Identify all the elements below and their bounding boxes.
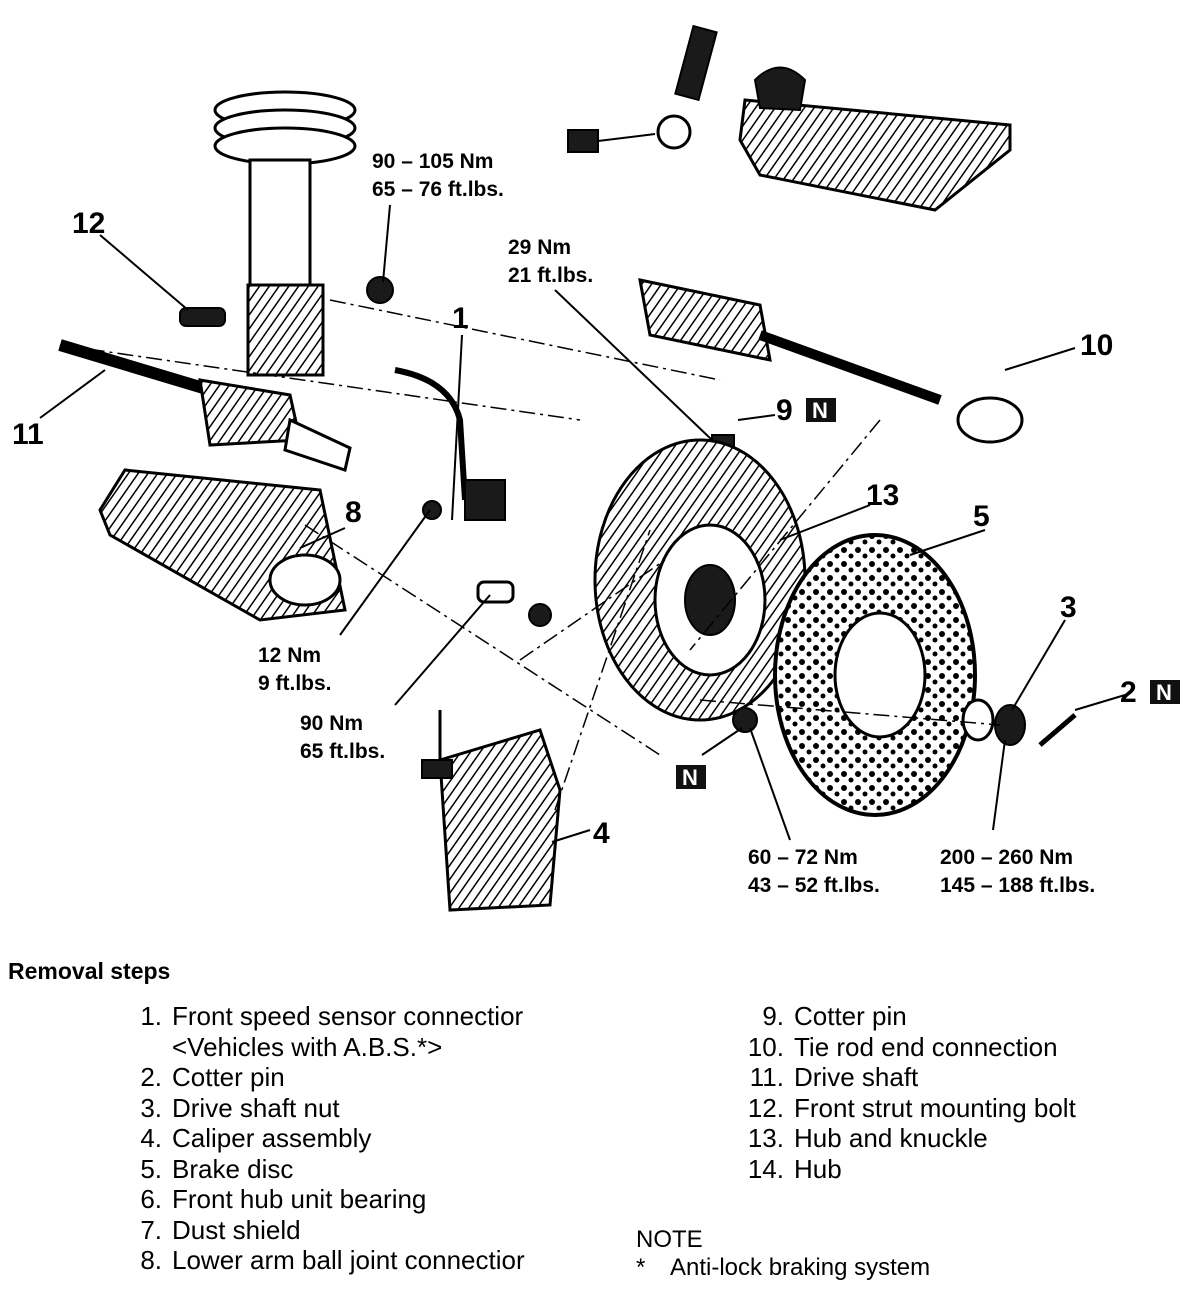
callout-1: 1: [452, 302, 469, 335]
note-title: NOTE: [636, 1226, 703, 1253]
torque-strut-ft: 65 – 76 ft.lbs.: [372, 178, 504, 201]
step-text: Front strut mounting bolt: [794, 1092, 1076, 1123]
new-part-mark-9: N: [806, 398, 836, 423]
step-text: Hub: [794, 1153, 842, 1184]
removal-steps-right: 9. Cotter pin 10. Tie rod end connection 1…: [738, 1001, 1076, 1184]
step-number: 3.: [140, 1092, 162, 1123]
step-item: 14. Hub: [738, 1154, 1076, 1185]
step-number: 9.: [762, 1001, 784, 1031]
step-item: 4. Caliper assembly: [124, 1123, 525, 1154]
step-number: 11.: [749, 1062, 784, 1092]
svg-text:N: N: [812, 398, 828, 423]
callout-2: 2: [1120, 676, 1137, 709]
step-text: Front speed sensor connectior: [172, 1001, 524, 1031]
step-text: Lower arm ball joint connectior: [172, 1245, 525, 1275]
step-number: 13.: [747, 1123, 784, 1153]
callout-12: 12: [72, 207, 105, 240]
asterisk-mark: *: [636, 1254, 646, 1281]
step-text: Drive shaft: [794, 1062, 919, 1092]
step-text: Brake disc: [172, 1153, 294, 1184]
drive-shaft: [58, 339, 352, 472]
removal-steps-left: 1. Front speed sensor connectior <Vehicle…: [124, 1001, 525, 1276]
upper-arm-assembly: [567, 24, 1012, 212]
new-part-mark-hub-bolt: N: [676, 765, 706, 790]
torque-strut-nm: 90 – 105 Nm: [372, 150, 493, 173]
exploded-view-diagram: 1 2 3 4 5 8 9 10 11 12 13 N N N 90 – 105…: [12, 24, 1180, 912]
torque-tie-rod-nm: 29 Nm: [508, 236, 571, 259]
lower-arm: [98, 468, 347, 622]
step-item: <Vehicles with A.B.S.*>: [124, 1032, 525, 1063]
callout-13: 13: [866, 479, 899, 512]
step-text: Drive shaft nut: [172, 1092, 340, 1123]
step-text: Front hub unit bearing: [172, 1184, 427, 1214]
step-number: 14.: [747, 1153, 784, 1184]
note-line: * Anti-lock braking system: [636, 1254, 930, 1282]
step-number: 7.: [140, 1214, 162, 1245]
callout-8: 8: [345, 496, 362, 529]
torque-hub-bolt-ft: 43 – 52 ft.lbs.: [748, 874, 880, 897]
brake-disc: [773, 533, 1077, 817]
step-item: 8. Lower arm ball joint connectior: [124, 1245, 525, 1276]
torque-hub-bolt-nm: 60 – 72 Nm: [748, 846, 858, 869]
step-number: 12.: [747, 1092, 784, 1123]
strut-assembly: [179, 90, 394, 377]
leader-lines: [39, 204, 1126, 843]
step-text: Cotter pin: [172, 1062, 285, 1092]
callout-5: 5: [973, 500, 990, 533]
callout-9: 9: [776, 394, 793, 427]
torque-caliper-nm: 90 Nm: [300, 712, 363, 735]
note-text: Anti-lock braking system: [670, 1254, 931, 1281]
step-text: Cotter pin: [794, 1001, 907, 1031]
removal-steps-heading: Removal steps: [8, 958, 171, 984]
step-item: 2. Cotter pin: [124, 1062, 525, 1093]
torque-shaft-nut-ft: 145 – 188 ft.lbs.: [940, 874, 1095, 897]
step-number: 4.: [140, 1123, 162, 1153]
svg-text:N: N: [1156, 680, 1172, 705]
step-number: 5.: [140, 1153, 162, 1184]
step-text: <Vehicles with A.B.S.*>: [172, 1031, 443, 1062]
step-item: 1. Front speed sensor connectior: [124, 1001, 525, 1032]
knuckle: [593, 438, 807, 733]
torque-shaft-nut-nm: 200 – 260 Nm: [940, 846, 1073, 869]
step-item: 11. Drive shaft: [738, 1062, 1076, 1093]
callout-10: 10: [1080, 329, 1113, 362]
step-number: [124, 1032, 172, 1063]
svg-text:N: N: [682, 765, 698, 790]
step-number: 1.: [140, 1001, 162, 1031]
tie-rod: [638, 278, 1024, 456]
callout-11: 11: [12, 418, 44, 451]
torque-sensor-nm: 12 Nm: [258, 644, 321, 667]
step-item: 12. Front strut mounting bolt: [738, 1093, 1076, 1124]
torque-sensor-ft: 9 ft.lbs.: [258, 672, 332, 695]
callout-4: 4: [593, 817, 610, 850]
step-item: 10. Tie rod end connection: [738, 1032, 1076, 1063]
step-number: 2.: [140, 1062, 162, 1092]
step-text: Dust shield: [172, 1214, 301, 1245]
callout-3: 3: [1060, 591, 1077, 624]
step-item: 3. Drive shaft nut: [124, 1093, 525, 1124]
caliper: [421, 710, 562, 912]
step-number: 6.: [140, 1184, 162, 1214]
step-text: Hub and knuckle: [794, 1123, 988, 1153]
note: NOTE * Anti-lock braking system: [636, 1226, 930, 1282]
step-item: 9. Cotter pin: [738, 1001, 1076, 1032]
step-item: 5. Brake disc: [124, 1154, 525, 1185]
torque-tie-rod-ft: 21 ft.lbs.: [508, 264, 593, 287]
speed-sensor: [394, 367, 552, 627]
new-part-mark-2: N: [1150, 680, 1180, 705]
step-text: Tie rod end connection: [794, 1031, 1058, 1062]
step-text: Caliper assembly: [172, 1123, 372, 1153]
assembly-lines: [59, 299, 1001, 811]
step-item: 6. Front hub unit bearing: [124, 1184, 525, 1215]
step-number: 10.: [747, 1031, 784, 1062]
step-item: 13. Hub and knuckle: [738, 1123, 1076, 1154]
step-item: 7. Dust shield: [124, 1215, 525, 1246]
torque-caliper-ft: 65 ft.lbs.: [300, 740, 385, 763]
step-number: 8.: [140, 1245, 162, 1275]
